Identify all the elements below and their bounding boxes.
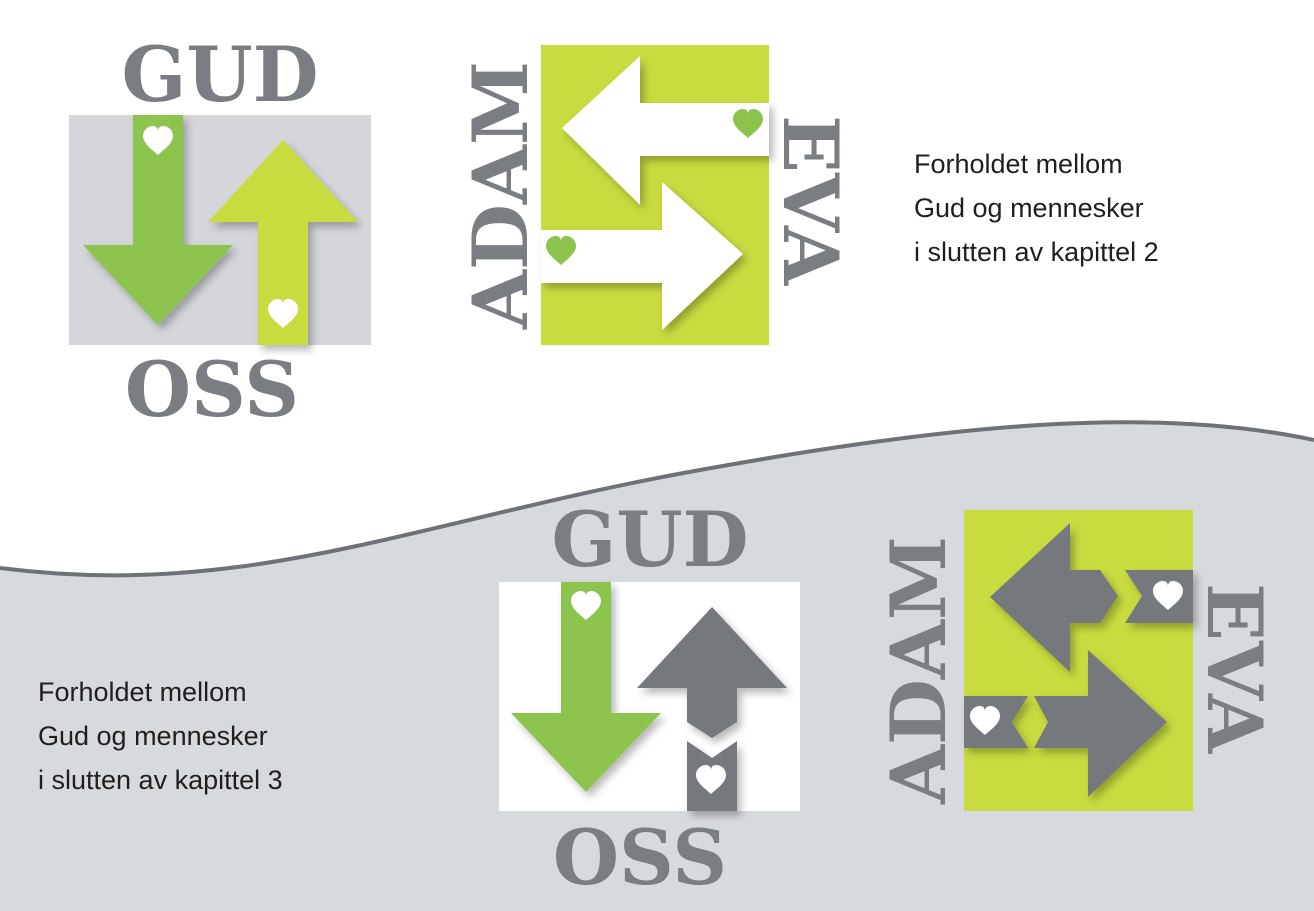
caption-line: Forholdet mellom: [914, 149, 1123, 179]
down-arrow-icon: [83, 115, 233, 325]
top-adam-eva-diagram: ADAM EVA: [456, 45, 855, 345]
top-god-us-diagram: GUD OSS: [69, 30, 371, 434]
left-arrow-icon: [562, 56, 769, 205]
top-adam-eva-panel: [541, 45, 769, 345]
right-arrow-icon: [541, 182, 743, 330]
broken-arrow-icon: [1034, 650, 1167, 797]
bottom-adam-label: ADAM: [874, 536, 963, 805]
bottom-caption: Forholdet mellom Gud og mennesker i slut…: [38, 670, 283, 802]
bottom-adam-eva-diagram: ADAM EVA: [874, 510, 1279, 811]
caption-line: Gud og mennesker: [914, 193, 1144, 223]
caption-line: i slutten av kapittel 3: [38, 765, 283, 795]
caption-line: Gud og mennesker: [38, 721, 268, 751]
top-caption: Forholdet mellom Gud og mennesker i slut…: [914, 142, 1159, 274]
top-adam-label: ADAM: [456, 61, 545, 330]
bottom-god-us-diagram: GUD OSS: [499, 495, 800, 902]
broken-arrow-icon: [990, 523, 1118, 672]
caption-line: i slutten av kapittel 2: [914, 237, 1159, 267]
bottom-god-us-panel: [499, 582, 800, 811]
down-arrow-icon: [511, 582, 661, 792]
wave-line: [0, 420, 1314, 578]
broken-arrow-icon: [637, 607, 787, 738]
bottom-us-label: OSS: [553, 813, 727, 902]
caption-line: Forholdet mellom: [38, 677, 247, 707]
top-us-label: OSS: [125, 345, 299, 434]
bottom-eva-label: EVA: [1190, 583, 1279, 754]
top-eva-label: EVA: [766, 115, 855, 286]
top-god-label: GUD: [121, 30, 318, 119]
top-god-us-panel: [69, 115, 371, 345]
up-arrow-icon: [208, 140, 358, 345]
bottom-god-label: GUD: [551, 495, 748, 584]
bottom-adam-eva-panel: [964, 510, 1193, 811]
